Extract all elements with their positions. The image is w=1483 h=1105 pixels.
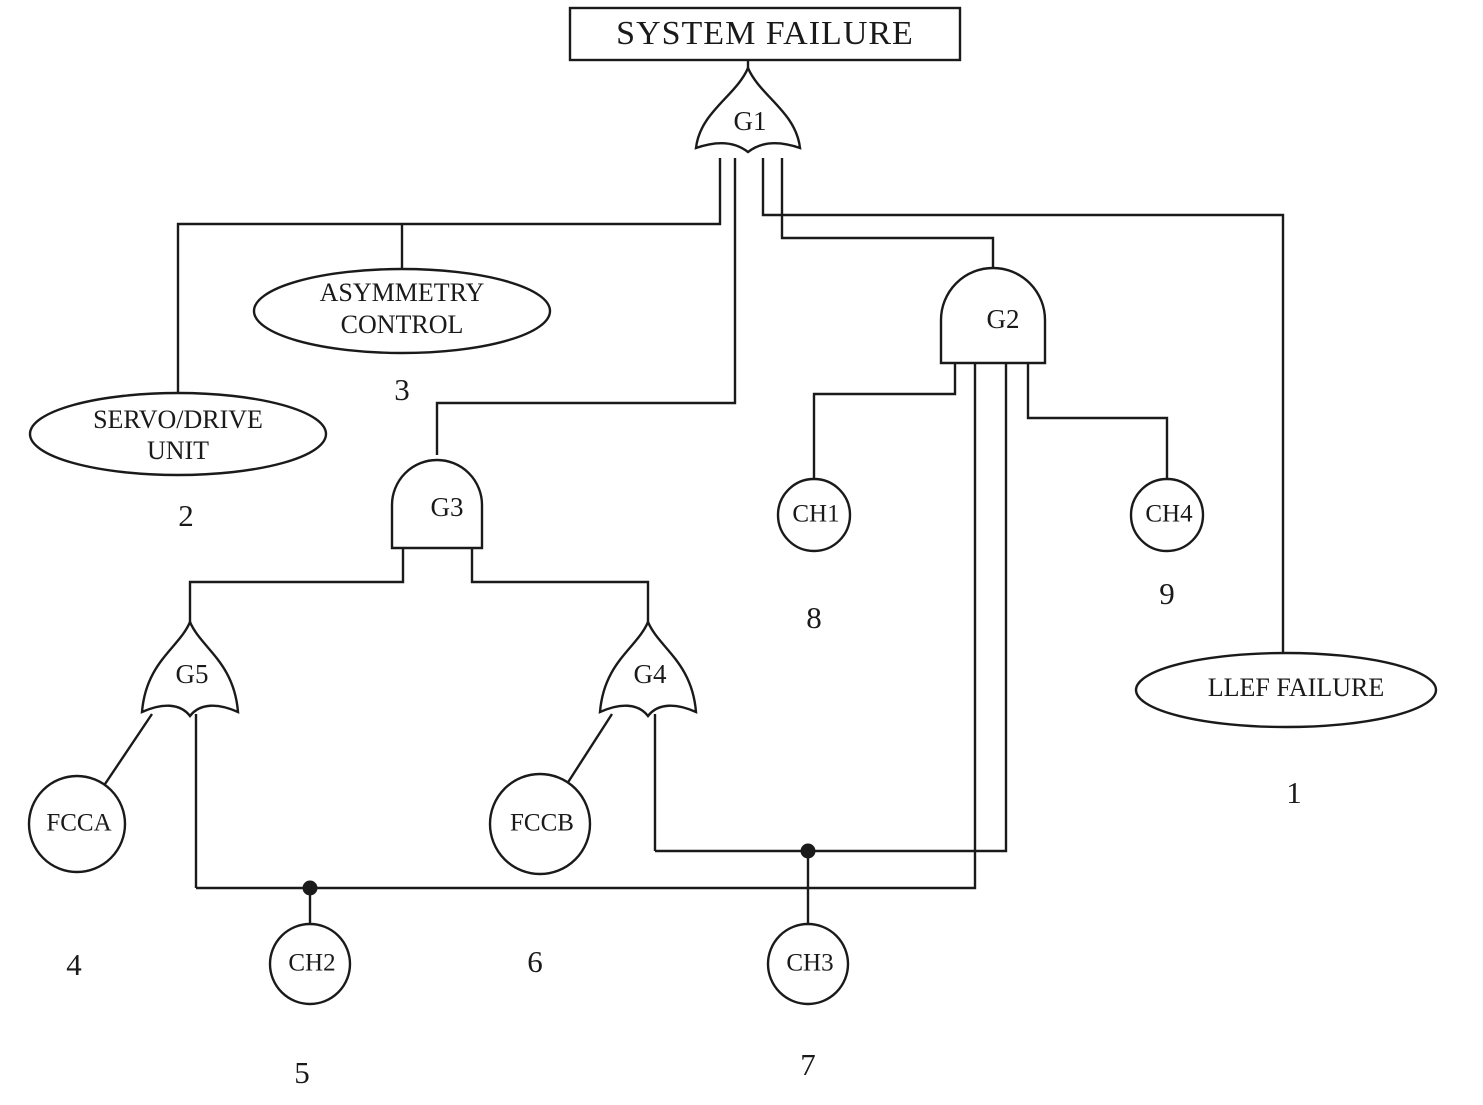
event-llef-failure[interactable]: LLEF FAILURE 1: [1134, 651, 1438, 810]
fcca-label: FCCA: [46, 810, 111, 837]
servo-drive-unit-label-line2: UNIT: [147, 436, 209, 465]
wire-g1-to-g2: [780, 158, 995, 272]
asymmetry-control-index: 3: [394, 372, 410, 407]
asymmetry-control-label-line1: ASYMMETRY: [320, 278, 485, 307]
ch4-circle: [1129, 477, 1205, 553]
event-servo-drive-unit[interactable]: SERVO/DRIVE UNIT 2: [28, 391, 328, 533]
top-event-box: [568, 6, 962, 62]
ch4-index: 9: [1159, 576, 1175, 611]
gate-g2-label: G2: [987, 304, 1020, 334]
fcca-circle: [27, 774, 127, 874]
ch1-circle: [776, 477, 852, 553]
or-gate-shape-g4: [598, 618, 698, 718]
wire-g2-to-ch4: [1026, 363, 1169, 484]
or-gate-shape-g5: [140, 618, 240, 718]
and-gate-shape-g3: [390, 458, 484, 550]
gate-g3-label: G3: [431, 492, 464, 522]
or-gate-shape-g1: [694, 64, 802, 154]
gate-g5-label: G5: [176, 659, 209, 689]
wire-g1-to-servo: [176, 158, 722, 394]
event-ch2[interactable]: CH2 5: [268, 922, 352, 1090]
event-ch4[interactable]: CH4 9: [1129, 477, 1205, 611]
asymmetry-control-ellipse: [252, 267, 552, 355]
servo-drive-unit-index: 2: [178, 498, 194, 533]
ch2-label: CH2: [288, 950, 335, 977]
servo-drive-unit-label-line1: SERVO/DRIVE: [93, 405, 263, 434]
gate-g3[interactable]: G3: [390, 458, 484, 550]
wire-g1-to-llef: [761, 158, 1285, 654]
gate-g1-label: G1: [734, 106, 767, 136]
llef-failure-ellipse: [1134, 651, 1438, 729]
ch2-index: 5: [294, 1055, 310, 1090]
ch2-circle: [268, 922, 352, 1006]
and-gate-shape-g2: [939, 266, 1047, 365]
event-fccb[interactable]: FCCB 6: [488, 772, 592, 979]
top-event: SYSTEM FAILURE: [568, 6, 962, 62]
servo-drive-unit-ellipse: [28, 391, 328, 477]
event-fcca[interactable]: FCCA 4: [27, 774, 127, 982]
fccb-index: 6: [527, 944, 543, 979]
junction-dot-ch2: [302, 880, 318, 896]
ch1-index: 8: [806, 600, 822, 635]
wire-g3-to-g4: [470, 548, 650, 622]
wire-g2-to-ch1: [812, 363, 957, 484]
ch3-label: CH3: [786, 950, 833, 977]
gate-g5[interactable]: G5: [140, 618, 240, 718]
wire-g4-to-fccb: [563, 713, 614, 788]
wire-g5-to-fcca: [102, 713, 153, 788]
gate-g2[interactable]: G2: [939, 266, 1047, 365]
wire-g1-to-g3: [435, 158, 737, 455]
connector-layer: [102, 60, 1285, 930]
ch3-circle: [766, 922, 850, 1006]
wire-g2-to-ch3: [655, 363, 1008, 853]
fccb-circle: [488, 772, 592, 876]
event-asymmetry-control[interactable]: ASYMMETRY CONTROL 3: [252, 267, 552, 407]
fcca-index: 4: [66, 947, 82, 982]
gate-g4[interactable]: G4: [598, 618, 698, 718]
ch4-label: CH4: [1145, 501, 1193, 528]
gate-g4-label: G4: [634, 659, 667, 689]
ch1-label: CH1: [792, 501, 839, 528]
llef-failure-label: LLEF FAILURE: [1208, 673, 1384, 702]
event-ch1[interactable]: CH1 8: [776, 477, 852, 635]
gate-g1[interactable]: G1: [694, 64, 802, 154]
wire-g3-to-g5: [188, 548, 405, 622]
ch3-index: 7: [800, 1047, 816, 1082]
top-event-label: SYSTEM FAILURE: [616, 15, 914, 52]
junction-dot-ch3: [800, 843, 816, 859]
llef-failure-index: 1: [1286, 775, 1302, 810]
fccb-label: FCCB: [510, 810, 574, 837]
asymmetry-control-label-line2: CONTROL: [341, 310, 464, 339]
wire-g2-to-ch2: [196, 363, 977, 890]
event-ch3[interactable]: CH3 7: [766, 922, 850, 1082]
